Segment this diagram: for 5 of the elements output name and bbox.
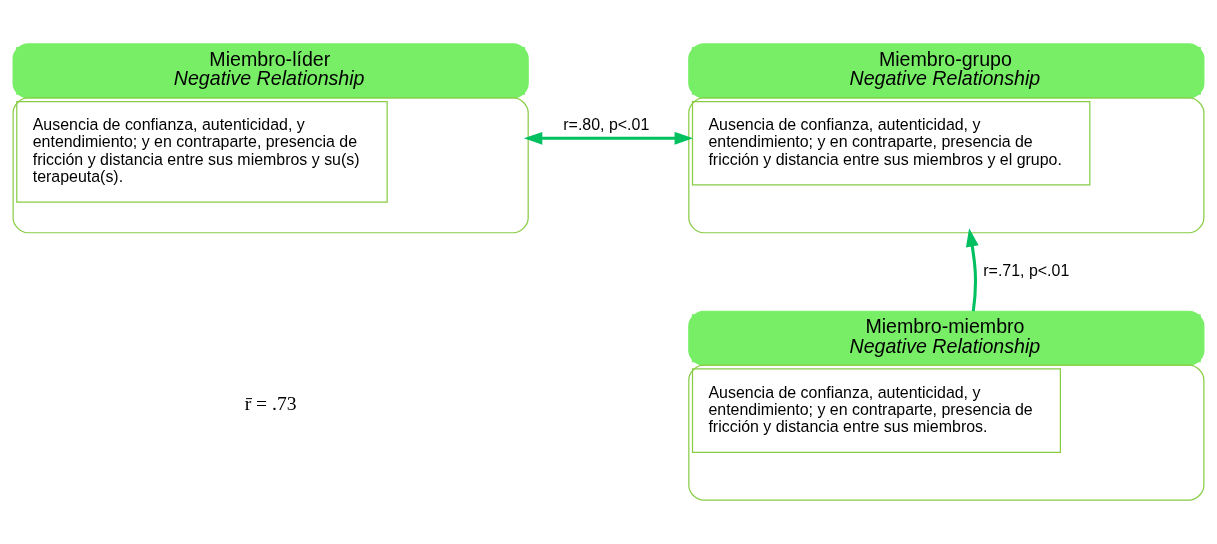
edge-label: r=.80, p<.01 (563, 116, 650, 134)
arrow (965, 228, 979, 312)
arrow (523, 131, 693, 145)
label: r̄ = .73 (244, 393, 297, 415)
edge-label: r=.71, p<.01 (983, 262, 1070, 280)
